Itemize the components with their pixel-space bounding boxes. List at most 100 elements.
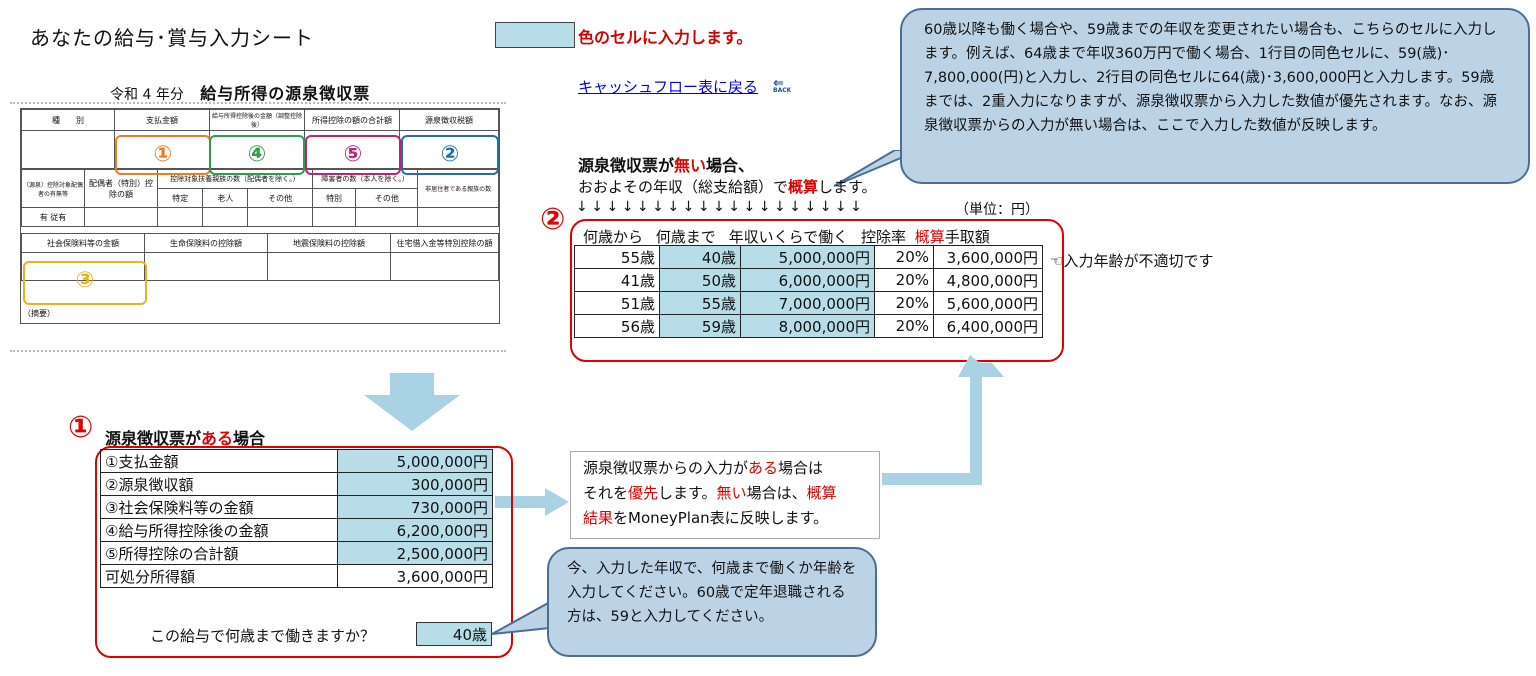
info-text-11: をMoneyPlan表に反映します。 bbox=[613, 509, 829, 527]
header-from-age: 何歳から bbox=[583, 228, 644, 246]
form-h-rojin: 老人 bbox=[202, 188, 249, 208]
payment-amount-input[interactable]: 5,000,000円 bbox=[337, 449, 493, 473]
annual-income-input[interactable]: 8,000,000円 bbox=[740, 314, 875, 338]
page-title: あなたの給与･賞与入力シート bbox=[30, 26, 314, 50]
section-2-sub-b: 概算 bbox=[788, 178, 819, 196]
age-warning-text: 入力年齢が不適切です bbox=[1063, 252, 1214, 270]
to-age-input[interactable]: 40歳 bbox=[659, 245, 741, 269]
table-row: 51歳 55歳 7,000,000円 20% 5,600,000円 bbox=[574, 291, 1043, 315]
social-insurance-input[interactable]: 730,000円 bbox=[337, 495, 493, 519]
form-mark-4: ④ bbox=[209, 135, 305, 175]
net-income-cell: 4,800,000円 bbox=[933, 268, 1043, 292]
to-age-input[interactable]: 55歳 bbox=[659, 291, 741, 315]
info-text-7: 無い bbox=[716, 484, 747, 502]
section-2-header-row: 何歳から 何歳まで 年収いくらで働く 控除率 概算手取額 bbox=[583, 226, 990, 247]
header-deduction-rate: 控除率 bbox=[860, 228, 906, 246]
info-text-10: 結果 bbox=[583, 509, 614, 527]
row-label: ①支払金額 bbox=[100, 449, 338, 473]
info-text-2: ある bbox=[748, 459, 779, 477]
age-warning: ☜入力年齢が不適切です bbox=[1050, 250, 1213, 271]
callout-bottom: 今、入力した年収で、何歳まで働くか年齢を入力してください。60歳で定年退職される… bbox=[547, 547, 877, 657]
form-h-haigu-kojo: 配偶者（特別）控除の額 bbox=[84, 169, 158, 208]
cashflow-link[interactable]: キャッシュフロー表に戻る bbox=[578, 78, 759, 96]
work-until-age-input[interactable]: 40歳 bbox=[416, 622, 492, 646]
form-h-hikyoju: 非居住者である親族の数 bbox=[417, 169, 499, 208]
section-2-table: 55歳 40歳 5,000,000円 20% 3,600,000円 41歳 50… bbox=[574, 245, 1043, 338]
form-h-kyuyo: 給与所得控除後の金額（調整控除後） bbox=[209, 109, 305, 131]
info-text-9: 概算 bbox=[806, 484, 837, 502]
info-text-6: します。 bbox=[658, 484, 717, 502]
to-age-input[interactable]: 59歳 bbox=[659, 314, 741, 338]
form-reiwa: 令和 bbox=[110, 87, 138, 103]
from-age-cell: 41歳 bbox=[574, 268, 660, 292]
from-age-cell: 51歳 bbox=[574, 291, 660, 315]
section-2-heading-c: 場合、 bbox=[706, 156, 755, 175]
form-nenbun: 年分 bbox=[155, 87, 184, 103]
section-2-number: ② bbox=[540, 202, 566, 237]
work-until-question: この給与で何歳まで働きますか？ bbox=[150, 627, 376, 645]
form-title: 給与所得の源泉徴収票 bbox=[200, 84, 371, 103]
annual-income-input[interactable]: 7,000,000円 bbox=[740, 291, 875, 315]
to-age-input[interactable]: 50歳 bbox=[659, 268, 741, 292]
annual-income-input[interactable]: 6,000,000円 bbox=[740, 268, 875, 292]
form-h-jishin: 地震保険料の控除額 bbox=[267, 233, 391, 253]
down-arrow-icon bbox=[364, 373, 460, 431]
form-h-jyu: 従有 bbox=[50, 212, 67, 222]
info-text-5: 優先 bbox=[628, 484, 659, 502]
up-arrow-icon bbox=[882, 355, 1004, 485]
form-h-tokutei: 特定 bbox=[156, 188, 204, 208]
header-estimate: 概算 bbox=[914, 228, 945, 246]
form-mark-1: ① bbox=[115, 135, 211, 175]
info-text-4: それを bbox=[583, 484, 629, 502]
section-1-heading-a: 源泉徴収票が bbox=[105, 429, 202, 448]
section-2-heading: 源泉徴収票が無い場合、 bbox=[578, 152, 754, 176]
form-h-shakai: 社会保険料等の金額 bbox=[21, 233, 145, 253]
form-h-sonota: その他 bbox=[247, 188, 313, 208]
section-2-heading-b: 無い bbox=[674, 156, 707, 175]
form-h-haigusha: （源泉）控除対象配偶者の有無等 bbox=[21, 169, 85, 208]
row-label: ③社会保険料等の金額 bbox=[100, 495, 338, 519]
row-label: ⑤所得控除の合計額 bbox=[100, 541, 338, 565]
deduction-rate-cell: 20% bbox=[874, 314, 934, 338]
withholding-amount-input[interactable]: 300,000円 bbox=[337, 472, 493, 496]
form-bottom-edge bbox=[10, 350, 506, 360]
salary-income-input[interactable]: 6,200,000円 bbox=[337, 518, 493, 542]
form-top-edge bbox=[10, 102, 506, 112]
section-2-sub-a: おおよその年収（総支給額）で bbox=[578, 178, 789, 196]
down-arrows-row: ↓↓↓↓↓↓↓↓↓↓↓↓↓↓↓↓↓↓↓ bbox=[576, 199, 866, 215]
form-mark-3: ③ bbox=[23, 261, 147, 305]
form-h-shotoku: 所得控除の額の合計額 bbox=[304, 109, 400, 131]
form-h-gensen: 源泉徴収税額 bbox=[399, 109, 499, 131]
deduction-rate-cell: 20% bbox=[874, 268, 934, 292]
disposable-income-cell: 3,600,000円 bbox=[337, 564, 493, 588]
unit-label: （単位：円） bbox=[955, 202, 1039, 218]
table-row: 41歳 50歳 6,000,000円 20% 4,800,000円 bbox=[574, 268, 1043, 292]
net-income-cell: 6,400,000円 bbox=[933, 314, 1043, 338]
callout-top: 60歳以降も働く場合や、59歳までの年収を変更されたい場合も、こちらのセルに入力… bbox=[900, 8, 1530, 184]
form-h-u: 有 bbox=[39, 212, 48, 222]
section-2-sub-c: します。 bbox=[818, 178, 877, 196]
section-2-heading-a: 源泉徴収票が bbox=[578, 156, 675, 175]
input-color-legend-text: 色のセルに入力します。 bbox=[578, 28, 753, 47]
section-1-frame bbox=[95, 446, 513, 658]
row-label: ④給与所得控除後の金額 bbox=[100, 518, 338, 542]
from-age-cell: 55歳 bbox=[574, 245, 660, 269]
header-annual-income: 年収いくらで働く bbox=[728, 228, 849, 246]
form-mark-2: ② bbox=[401, 135, 499, 175]
table-row: 55歳 40歳 5,000,000円 20% 3,600,000円 bbox=[574, 245, 1043, 269]
section-2-frame bbox=[570, 219, 1064, 362]
info-text-3: 場合は bbox=[778, 459, 824, 477]
form-h-shiharai: 支払金額 bbox=[114, 109, 210, 131]
row-label: ②源泉徴収額 bbox=[100, 472, 338, 496]
income-deduction-input[interactable]: 2,500,000円 bbox=[337, 541, 493, 565]
header-net-income: 手取額 bbox=[944, 228, 990, 246]
back-arrow-icon[interactable]: ⇐BACK bbox=[773, 76, 792, 94]
annual-income-input[interactable]: 5,000,000円 bbox=[740, 245, 875, 269]
from-age-cell: 56歳 bbox=[574, 314, 660, 338]
